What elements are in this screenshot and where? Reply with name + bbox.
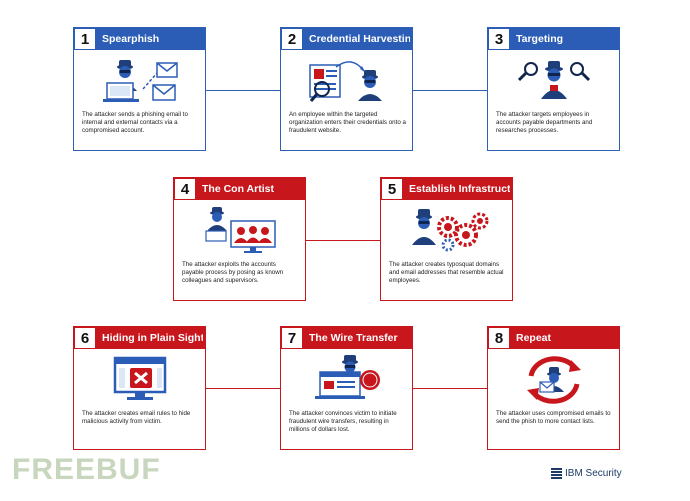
step-number: 5 [381, 178, 403, 200]
step-number: 6 [74, 327, 96, 349]
repeat-cycle-icon [488, 354, 619, 406]
step-description: The attacker sends a phishing email to i… [82, 111, 188, 134]
credential-phish-icon [281, 55, 412, 107]
step-title: The Con Artist [202, 183, 274, 195]
wire-transfer-icon [281, 354, 412, 406]
step-title: Spearphish [102, 33, 160, 45]
step-card-3: 3 Targeting The attacker targets employe… [487, 27, 620, 151]
connector-2-3 [412, 90, 487, 91]
step-description: The attacker creates email rules to hide… [82, 410, 191, 425]
step-header: 7 The Wire Transfer [281, 327, 412, 349]
step-number: 7 [281, 327, 303, 349]
step-number: 8 [488, 327, 510, 349]
step-card-1: 1 Spearphish The attacker sends a phishi… [73, 27, 206, 151]
step-title: The Wire Transfer [309, 332, 398, 344]
step-card-2: 2 Credential Harvesting An employee with… [280, 27, 413, 151]
step-card-4: 4 The Con Artist The attacker exploits t… [173, 177, 306, 301]
step-title: Establish Infrastructure [409, 183, 510, 195]
step-number: 1 [74, 28, 96, 50]
step-number: 3 [488, 28, 510, 50]
step-description: An employee within the targeted organiza… [289, 111, 406, 134]
connector-4-5 [305, 240, 380, 241]
step-title: Targeting [516, 33, 564, 45]
connector-7-8 [412, 388, 487, 389]
step-header: 2 Credential Harvesting [281, 28, 412, 50]
step-number: 4 [174, 178, 196, 200]
step-description: The attacker creates typosquat domains a… [389, 261, 504, 284]
ibm-security-text: IBM Security [565, 468, 622, 479]
step-header: 6 Hiding in Plain Sight [74, 327, 205, 349]
step-header: 8 Repeat [488, 327, 619, 349]
step-number: 2 [281, 28, 303, 50]
step-card-8: 8 Repeat The attacker uses compromised e… [487, 326, 620, 450]
step-header: 5 Establish Infrastructure [381, 178, 512, 200]
ibm-globe-icon [551, 468, 562, 479]
con-artist-video-call-icon [174, 205, 305, 257]
step-description: The attacker targets employees in accoun… [496, 111, 593, 134]
step-title: Repeat [516, 332, 552, 344]
connector-6-7 [205, 388, 280, 389]
step-card-6: 6 Hiding in Plain Sight The attacker cre… [73, 326, 206, 450]
targeting-magnifier-icon [488, 55, 619, 107]
freebuf-watermark: FREEBUF [12, 453, 161, 486]
step-header: 1 Spearphish [74, 28, 205, 50]
step-header: 4 The Con Artist [174, 178, 305, 200]
step-description: The attacker uses compromised emails to … [496, 410, 611, 425]
ibm-security-logo: IBM Security [551, 468, 622, 479]
step-header: 3 Targeting [488, 28, 619, 50]
connector-1-2 [205, 90, 280, 91]
hacker-laptop-email-icon [74, 55, 205, 107]
infrastructure-gears-icon [381, 205, 512, 257]
step-title: Hiding in Plain Sight [102, 332, 203, 344]
step-title: Credential Harvesting [309, 33, 410, 45]
hidden-email-rules-icon [74, 354, 205, 406]
step-card-7: 7 The Wire Transfer The attacker convinc… [280, 326, 413, 450]
step-card-5: 5 Establish Infrastructure The attacker … [380, 177, 513, 301]
step-description: The attacker exploits the accounts payab… [182, 261, 284, 284]
step-description: The attacker convinces victim to initiat… [289, 410, 397, 433]
